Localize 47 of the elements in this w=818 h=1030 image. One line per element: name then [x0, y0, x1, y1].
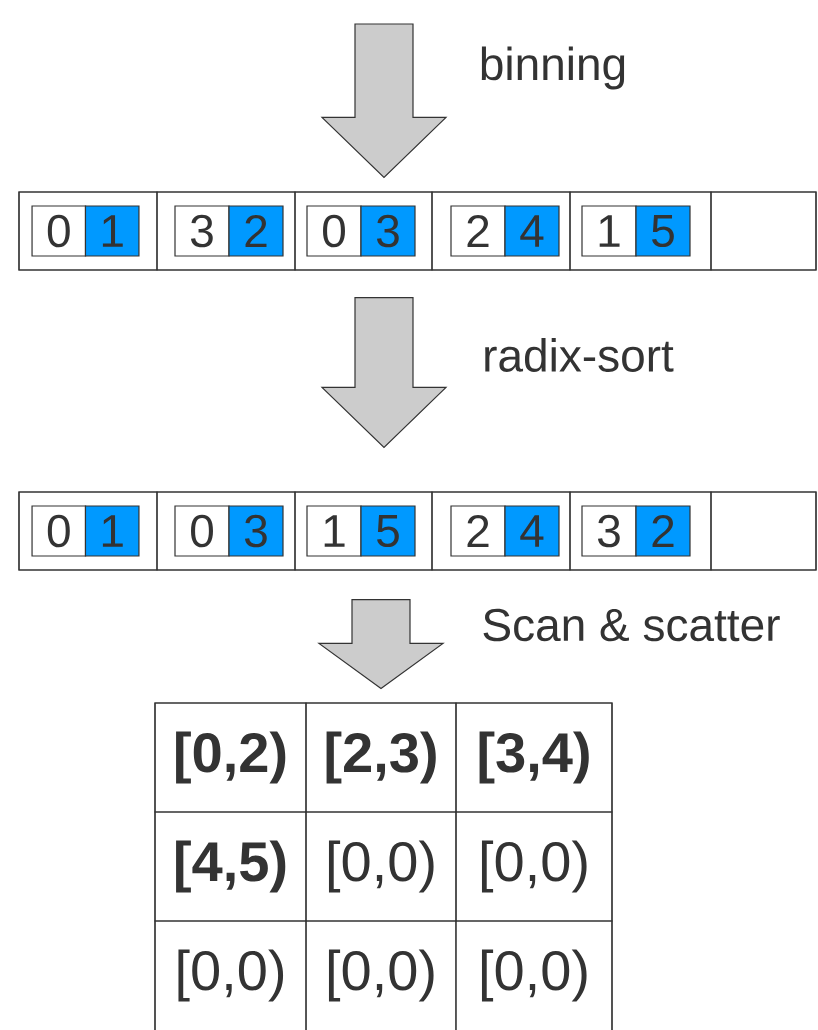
array-cell — [18, 491, 158, 571]
table-cell: [0,0) — [455, 920, 613, 1030]
key-box: 0 — [31, 505, 87, 557]
value-box: 2 — [635, 505, 691, 557]
block-arrow — [317, 599, 445, 690]
edge-label: Scan & scatter — [480, 607, 782, 643]
value-box: 1 — [84, 505, 140, 557]
key-box: 3 — [581, 505, 637, 557]
table-cell: [3,4) — [455, 702, 613, 813]
key-box: 2 — [450, 505, 506, 557]
key-box: 0 — [31, 205, 87, 257]
key-box: 2 — [450, 205, 506, 257]
table-cell: [2,3) — [305, 702, 457, 813]
block-arrow — [320, 297, 448, 449]
array-cell — [710, 191, 817, 271]
table-cell: [0,0) — [305, 811, 457, 922]
value-box: 3 — [360, 205, 416, 257]
key-box: 1 — [306, 505, 362, 557]
array-cell — [18, 191, 158, 271]
block-arrow — [320, 23, 448, 179]
array-cell — [294, 491, 433, 571]
key-box: 0 — [174, 505, 230, 557]
value-box: 2 — [228, 205, 284, 257]
table-cell: [0,0) — [154, 920, 307, 1030]
table-cell: [0,2) — [154, 702, 307, 813]
table-cell: [4,5) — [154, 811, 307, 922]
edge-label: radix-sort — [481, 337, 675, 373]
array-cell — [431, 491, 571, 571]
edge-label: binning — [477, 45, 629, 91]
value-box: 5 — [360, 505, 416, 557]
value-box: 3 — [228, 505, 284, 557]
array-cell — [156, 491, 296, 571]
key-box: 0 — [306, 205, 362, 257]
value-box: 4 — [504, 205, 560, 257]
array-cell — [569, 491, 712, 571]
key-box: 3 — [174, 205, 230, 257]
array-cell — [569, 191, 712, 271]
table-cell: [0,0) — [455, 811, 613, 922]
table-cell: [0,0) — [305, 920, 457, 1030]
value-box: 1 — [84, 205, 140, 257]
array-cell — [431, 191, 571, 271]
array-cell — [710, 491, 817, 571]
key-box: 1 — [581, 205, 637, 257]
array-cell — [294, 191, 433, 271]
value-box: 4 — [504, 505, 560, 557]
value-box: 5 — [635, 205, 691, 257]
array-cell — [156, 191, 296, 271]
